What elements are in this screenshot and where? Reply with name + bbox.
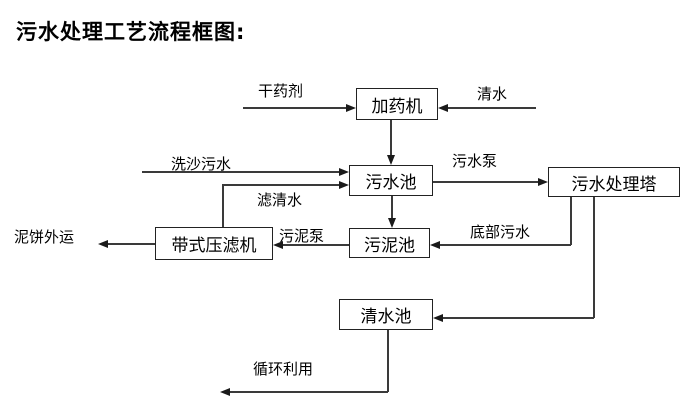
flow-line-dosing-to-sewage-pool <box>390 120 392 156</box>
flow-line-bottom-sewage <box>440 244 571 246</box>
arrowhead-left-icon <box>430 241 440 249</box>
arrowhead-right-icon <box>339 168 349 176</box>
edge-label-mud-cake-shipped-out: 泥饼外运 <box>14 228 75 246</box>
flowchart-title: 污水处理工艺流程框图: <box>16 20 246 44</box>
flow-line-recycle-use <box>230 391 388 393</box>
arrowhead-left-icon <box>433 314 443 322</box>
edge-label-recycle-use: 循环利用 <box>253 360 314 378</box>
flow-line-clean-pool-down <box>387 330 389 392</box>
node-belt-filter-press-label: 带式压滤机 <box>171 236 257 256</box>
arrowhead-right-icon <box>346 104 356 112</box>
flow-line-clean-water <box>448 107 536 109</box>
flow-line-press-to-filtered-water <box>222 184 224 227</box>
edge-label-sewage-pump: 污水泵 <box>452 152 498 170</box>
node-clean-water-pool-label: 清水池 <box>360 307 412 327</box>
flow-line-sludge-pump <box>283 244 349 246</box>
node-sludge-pool: 污泥池 <box>349 228 430 258</box>
node-sewage-treatment-tower-label: 污水处理塔 <box>571 174 657 195</box>
flow-line-sewage-to-sludge <box>391 196 393 218</box>
flow-line-tower-to-clean-pool <box>443 317 594 319</box>
node-sewage-treatment-tower: 污水处理塔 <box>548 167 680 197</box>
arrowhead-left-icon <box>220 388 230 396</box>
node-clean-water-pool: 清水池 <box>339 299 433 330</box>
edge-label-sludge-pump: 污泥泵 <box>279 227 325 245</box>
flow-line-sand-washing-sewage <box>142 171 339 173</box>
arrowhead-down-icon <box>387 155 395 165</box>
arrowhead-right-icon <box>538 178 548 186</box>
node-sewage-pool: 污水池 <box>349 165 433 196</box>
node-sewage-pool-label: 污水池 <box>365 173 417 193</box>
flow-line-sewage-pump <box>433 181 538 183</box>
flow-line-mud-cake-out <box>108 243 155 245</box>
flow-line-tower-down-left <box>570 197 572 245</box>
arrowhead-left-icon <box>273 241 283 249</box>
node-sludge-pool-label: 污泥池 <box>364 235 415 256</box>
edge-label-bottom-sewage: 底部污水 <box>470 223 531 241</box>
node-belt-filter-press: 带式压滤机 <box>155 227 273 260</box>
edge-label-sand-washing-sewage: 洗沙污水 <box>171 155 232 173</box>
arrowhead-down-icon <box>388 218 396 228</box>
edge-label-clean-water: 清水 <box>477 85 508 103</box>
edge-label-filtered-water: 滤清水 <box>257 191 303 209</box>
flow-line-dry-agent <box>243 107 346 109</box>
arrowhead-left-icon <box>438 104 448 112</box>
node-dosing-machine-label: 加药机 <box>371 96 423 117</box>
node-dosing-machine: 加药机 <box>356 88 438 120</box>
edge-label-dry-agent: 干药剂 <box>258 82 304 100</box>
arrowhead-left-icon <box>98 240 108 248</box>
flow-line-tower-down-right <box>593 197 595 318</box>
arrowhead-right-icon <box>339 181 349 189</box>
flow-line-filtered-water <box>222 184 339 186</box>
